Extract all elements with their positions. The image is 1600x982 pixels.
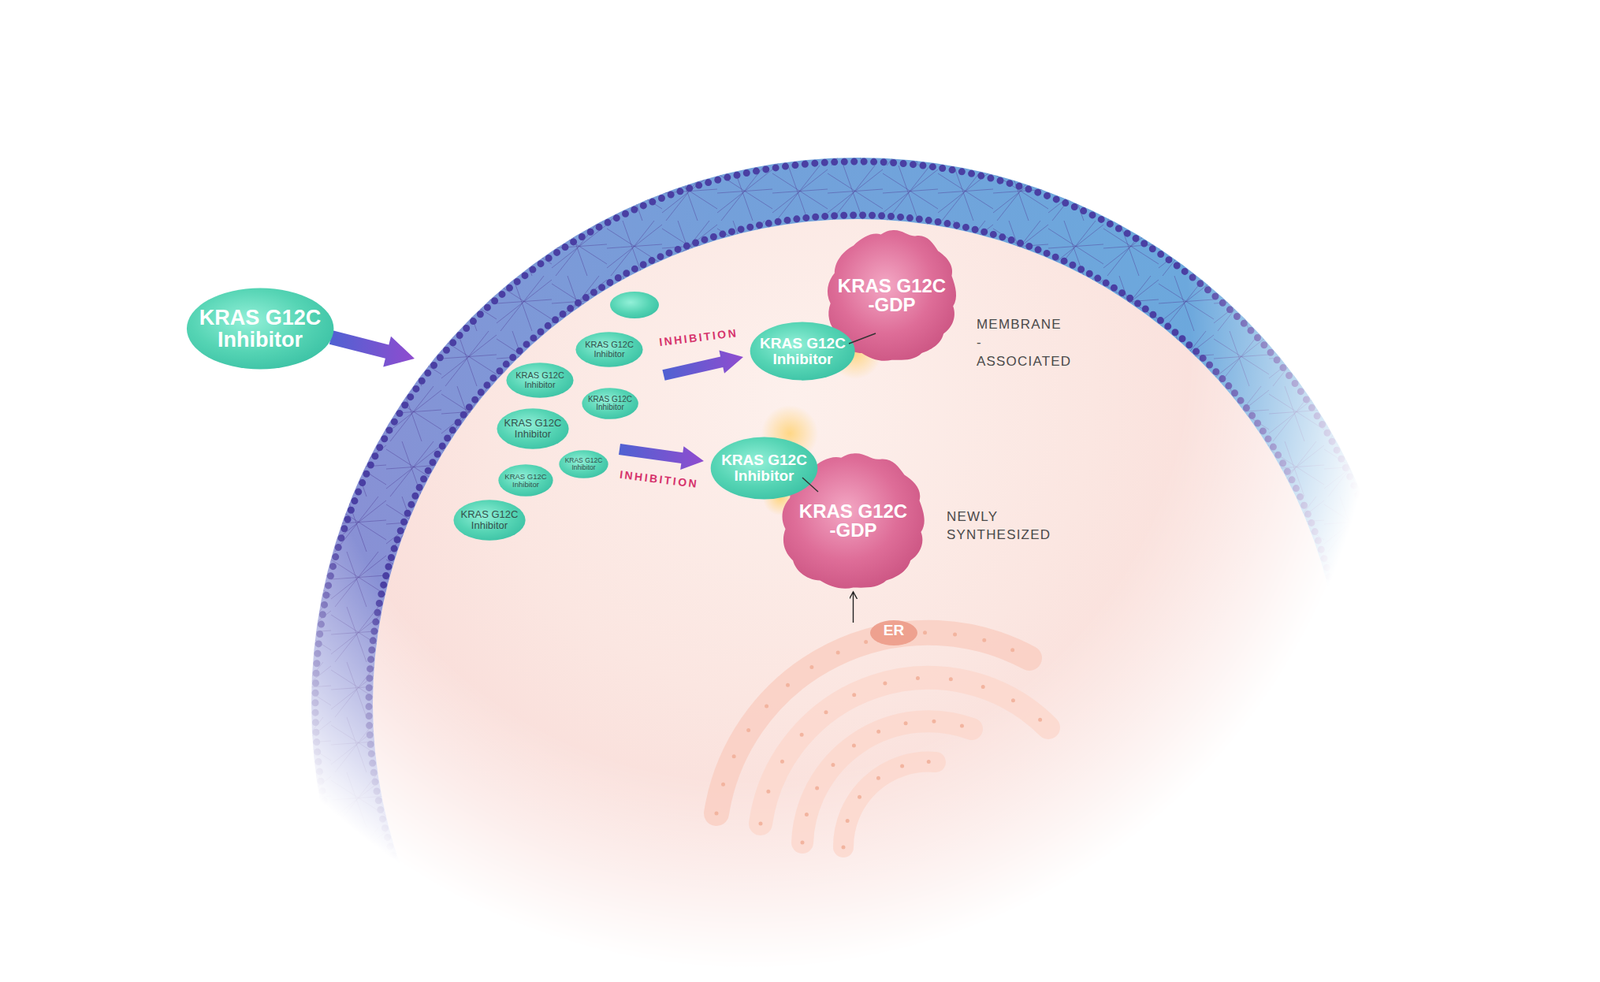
inhibitor-ellipse: KRAS G12C Inhibitor (186, 287, 335, 370)
node-text: KRAS G12C Inhibitor (503, 472, 549, 489)
node-text: KRAS G12C Inhibitor (586, 395, 634, 413)
annotation-label: MEMBRANE -ASSOCIATED (976, 315, 1065, 371)
inhibitor-ellipse: KRAS G12C Inhibitor (575, 331, 644, 368)
inhibitor-ellipse: KRAS G12C Inhibitor (496, 408, 570, 450)
ellipse-outline (750, 321, 856, 380)
ellipse-outline (496, 408, 569, 449)
inhibitor-ellipse: KRAS G12C Inhibitor (581, 387, 639, 420)
node-text: KRAS G12C Inhibitor (583, 340, 635, 359)
node-text: KRAS G12C -GDP (796, 502, 911, 540)
cell-body (311, 157, 1404, 982)
ellipse-outline (581, 387, 639, 420)
node-text: KRAS G12C Inhibitor (502, 417, 563, 440)
inhibitor-molecule (610, 291, 659, 319)
inhibitor-ellipse: KRAS G12C Inhibitor (453, 499, 526, 541)
inhibition-label: INHIBITION (658, 326, 739, 349)
inhibition-label: INHIBITION (618, 468, 700, 491)
ellipse-outline (710, 436, 819, 499)
node-text: KRAS G12C Inhibitor (718, 452, 810, 484)
inhibitor-ellipse: KRAS G12C Inhibitor (498, 464, 554, 497)
ellipse-outline (498, 464, 553, 497)
node-text: KRAS G12C -GDP (834, 276, 949, 315)
inhibitor-ellipse: KRAS G12C Inhibitor (558, 450, 609, 479)
node-text: KRAS G12C Inhibitor (563, 457, 604, 472)
ellipse-outline (575, 331, 643, 368)
node-text: KRAS G12C Inhibitor (458, 509, 520, 531)
inhibitor-ellipse: KRAS G12C Inhibitor (749, 321, 856, 381)
inhibitor-ellipse: KRAS G12C Inhibitor (710, 436, 819, 500)
protein-blob: KRAS G12C -GDP (777, 449, 929, 592)
node-text: KRAS G12C Inhibitor (195, 306, 324, 352)
ellipse-outline (506, 362, 574, 399)
ellipse-outline (453, 499, 525, 540)
ellipse-outline (558, 450, 608, 479)
connector-arrow (852, 591, 854, 623)
node-text: KRAS G12C Inhibitor (757, 335, 849, 368)
node-text: ER (883, 622, 905, 640)
er-organelle: ER (699, 622, 1026, 842)
ellipse-outline (186, 288, 334, 370)
node-text: KRAS G12C Inhibitor (513, 371, 566, 390)
inhibitor-ellipse: KRAS G12C Inhibitor (506, 362, 574, 399)
endoplasmic-reticulum (716, 620, 1049, 848)
blob-outline (781, 453, 924, 588)
annotation-label: NEWLY SYNTHESIZED (946, 507, 1057, 545)
blob-outline (827, 230, 957, 361)
inhibition-arrows (329, 330, 744, 470)
